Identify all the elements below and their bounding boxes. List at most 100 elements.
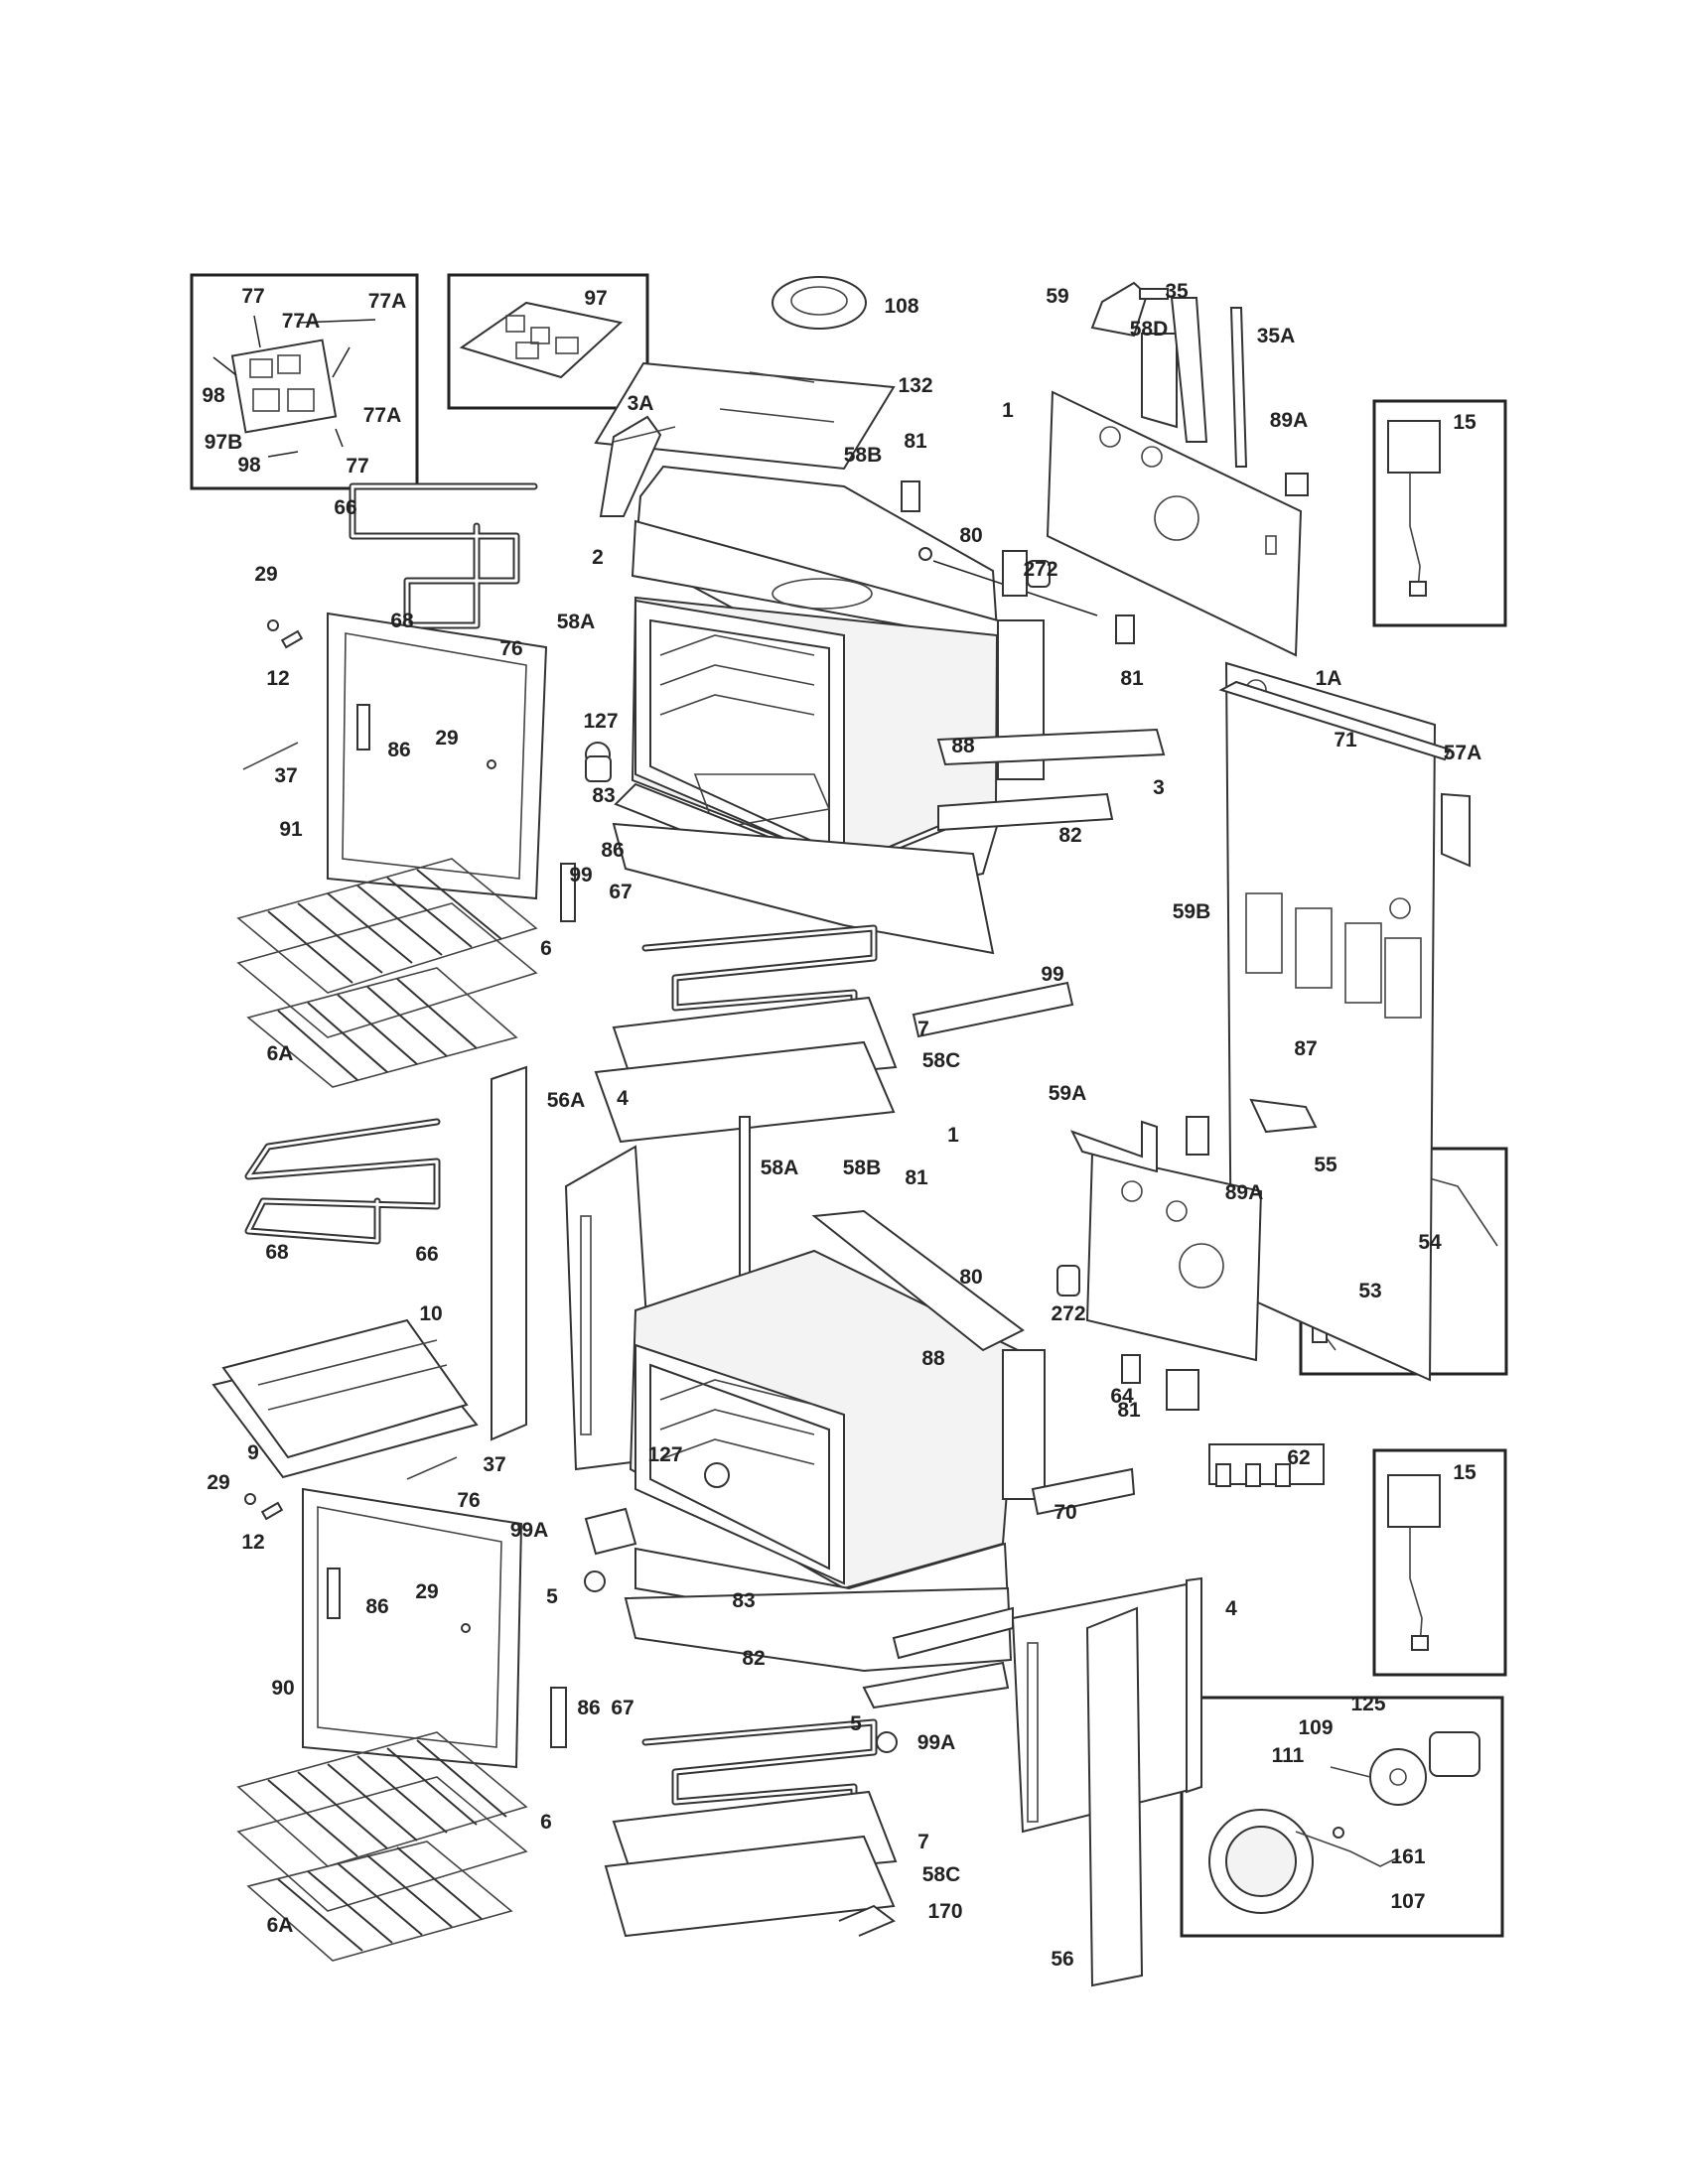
part-label-99-b: 99 [1041,963,1063,986]
part-label-76-top: 76 [499,637,522,660]
part-label-80-top: 80 [959,524,982,547]
part-label-82-bot: 82 [742,1647,765,1670]
top-oven-assembly [585,276,1166,1038]
part-label-37-top: 37 [274,764,297,787]
part-label-1-top: 1 [1002,399,1014,422]
part-label-109: 109 [1298,1716,1333,1739]
part-label-35A: 35A [1257,325,1296,347]
part-label-81-b: 81 [1120,667,1144,690]
part-label-3A: 3A [628,392,654,415]
part-label-4-bot: 4 [1225,1597,1237,1620]
rear-panel-71 [1218,661,1471,1382]
broiler-pan-9-10 [211,1318,479,1479]
part-label-77-top: 77 [241,285,264,308]
bottom-panel-7-58C-top [594,996,898,1144]
part-label-77A-1: 77A [282,310,321,333]
part-label-58A-bot: 58A [761,1157,799,1179]
part-label-59B: 59B [1173,900,1211,923]
part-label-107: 107 [1390,1890,1425,1913]
part-label-58B-top: 58B [844,444,883,467]
part-label-66-bot: 66 [415,1243,438,1266]
part-label-12-bot: 12 [241,1531,264,1554]
part-label-58C-top: 58C [922,1049,961,1072]
oven-rack-6-top [236,858,538,1038]
door-frame-top [327,612,548,900]
bottom-oven-assembly [584,1116,1325,1753]
part-label-132: 132 [898,374,932,397]
part-label-91: 91 [279,818,303,841]
part-label-15-top: 15 [1453,411,1477,434]
part-label-82-top: 82 [1058,824,1081,847]
part-label-6A-top: 6A [267,1042,294,1065]
inset-thermostat-15-top [1372,399,1507,627]
part-label-89A-bot: 89A [1225,1181,1264,1204]
part-label-9: 9 [247,1441,259,1464]
part-label-1-mid: 1 [947,1124,959,1147]
part-label-29-d: 29 [415,1580,438,1603]
part-label-54: 54 [1418,1231,1442,1254]
part-label-67-bot: 67 [611,1697,633,1719]
part-label-86-c: 86 [365,1595,388,1618]
part-label-56: 56 [1051,1948,1073,1971]
door-frame-bot [302,1487,567,1769]
inset-thermostat-15-bot [1372,1448,1507,1677]
part-label-89A-top: 89A [1270,409,1309,432]
part-label-64: 64 [1110,1385,1134,1408]
part-label-87: 87 [1294,1037,1317,1060]
part-label-170: 170 [927,1900,962,1923]
part-label-81-a: 81 [904,430,927,453]
part-label-66-top: 66 [334,496,356,519]
part-label-29-a: 29 [254,563,277,586]
part-label-6-bot: 6 [540,1811,552,1834]
part-label-5-b: 5 [850,1712,862,1735]
part-label-56A: 56A [547,1089,586,1112]
part-label-62: 62 [1287,1446,1310,1469]
inset-relay-board-97 [447,273,649,410]
part-label-57A: 57A [1444,742,1482,764]
part-label-272-top: 272 [1023,558,1057,581]
part-label-53: 53 [1358,1280,1381,1302]
part-label-86-b: 86 [601,839,624,862]
part-label-7-top: 7 [917,1018,929,1040]
part-label-59A: 59A [1049,1082,1087,1105]
part-label-127-top: 127 [583,710,618,733]
part-label-12-top: 12 [266,667,289,690]
part-label-97B: 97B [205,431,243,454]
part-label-108: 108 [884,295,918,318]
part-label-15-bot: 15 [1453,1461,1477,1484]
part-label-68-top: 68 [390,610,414,632]
part-label-67-top: 67 [609,881,632,903]
oven-rack-6-bot [236,1731,528,1912]
part-label-99A-a: 99A [510,1519,549,1542]
part-label-77A-3: 77A [363,404,402,427]
part-label-58B-bot: 58B [843,1157,882,1179]
top-back-panel [1046,281,1309,657]
part-label-5-a: 5 [546,1585,558,1608]
part-label-37-bot: 37 [483,1453,505,1476]
part-label-81-c: 81 [905,1166,928,1189]
bottom-panel-7-58C-bot [604,1790,898,1938]
bake-element-66-top [349,482,538,629]
part-label-98-1: 98 [202,384,225,407]
part-label-71: 71 [1334,729,1357,751]
oven-rack-6A-bot [246,1841,513,1962]
small-parts [242,619,612,1633]
part-label-58C-bot: 58C [922,1863,961,1886]
part-label-83-bot: 83 [732,1589,755,1612]
part-label-272-bot: 272 [1051,1302,1085,1325]
part-label-1A: 1A [1316,667,1342,690]
part-label-99-a: 99 [569,864,592,887]
inset-control-board-97b [190,273,419,490]
broil-element-66-bot [244,1118,441,1245]
part-label-4-top: 4 [617,1087,629,1110]
part-label-86-a: 86 [387,739,410,761]
part-label-58D: 58D [1130,318,1169,341]
part-label-70: 70 [1054,1501,1076,1524]
oven-rack-6A-top [246,967,518,1088]
part-label-29-c: 29 [207,1471,229,1494]
part-label-29-b: 29 [435,727,458,750]
part-label-58A-top: 58A [557,611,596,633]
part-label-111: 111 [1272,1744,1305,1767]
part-label-81-d: 81 [1117,1399,1141,1422]
